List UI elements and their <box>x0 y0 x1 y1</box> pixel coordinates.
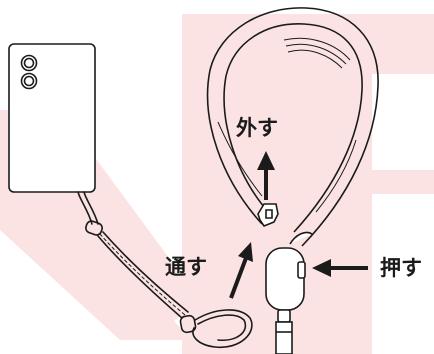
arrow-diagonal-icon <box>229 242 253 299</box>
arrow-left-icon <box>312 259 368 277</box>
buckle-clasp <box>265 231 313 354</box>
phone-strap <box>77 191 253 349</box>
label-push: 押す <box>380 256 422 280</box>
lanyard-hook <box>257 203 279 227</box>
label-remove: 外す <box>236 116 278 140</box>
arrow-up-icon <box>257 151 275 200</box>
label-thread: 通す <box>165 255 207 279</box>
neck-lanyard <box>206 7 379 247</box>
phone-icon <box>8 43 96 193</box>
